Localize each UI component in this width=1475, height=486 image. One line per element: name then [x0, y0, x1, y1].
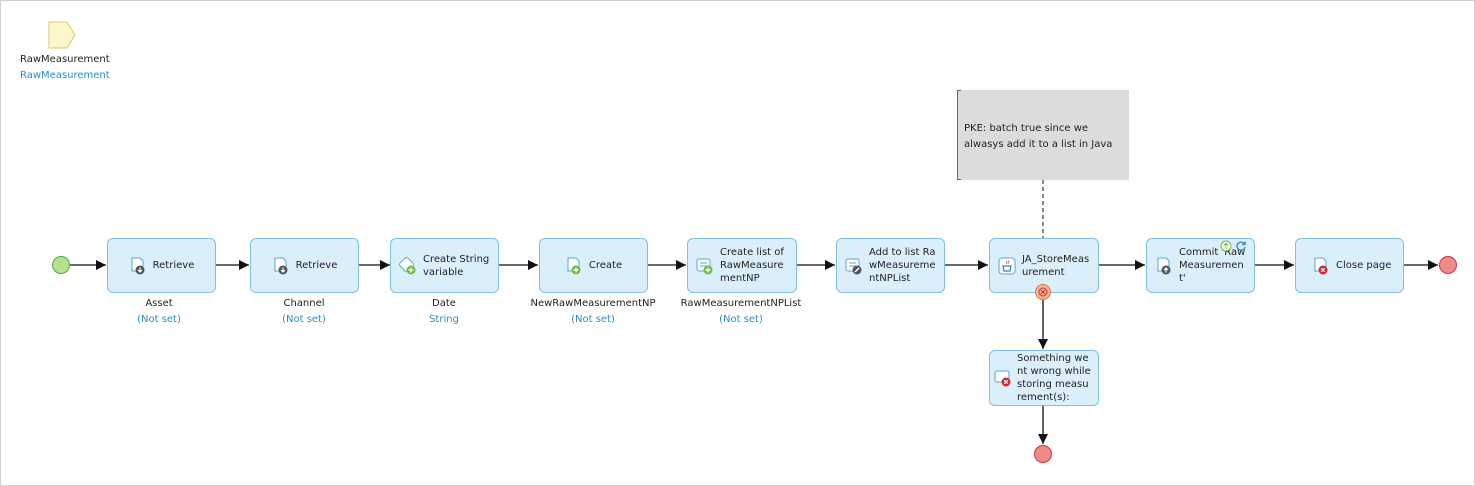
- retrieve-asset-label: Retrieve: [152, 260, 195, 271]
- refresh-in-client-icon: [1236, 241, 1246, 251]
- retrieve-channel-type: (Not set): [282, 314, 326, 325]
- create-object-activity[interactable]: Create: [539, 238, 648, 293]
- create-list-icon: [696, 258, 713, 274]
- show-message-icon: [994, 370, 1011, 387]
- create-object-icon: [567, 257, 581, 274]
- annotation-note[interactable]: PKE: batch true since we alwasys add it …: [957, 90, 1129, 180]
- change-list-icon: [845, 258, 862, 274]
- retrieve-object-icon: [274, 257, 288, 274]
- create-list-type: (Not set): [719, 314, 763, 325]
- error-cross-icon: [1038, 287, 1048, 297]
- java-action-label: JA_StoreMeasurement: [1022, 253, 1090, 278]
- create-list-variable: RawMeasurementNPList: [680, 298, 802, 309]
- retrieve-asset-activity[interactable]: Retrieve: [107, 238, 216, 293]
- error-message-label: Something went wrong while storing measu…: [1017, 353, 1091, 403]
- parameter-type: RawMeasurement: [20, 70, 110, 81]
- start-event[interactable]: [52, 256, 70, 274]
- end-event[interactable]: [1439, 256, 1457, 274]
- close-page-activity[interactable]: Close page: [1295, 238, 1404, 293]
- java-action-icon: [998, 257, 1016, 274]
- annotation-bracket: [957, 90, 961, 180]
- commit-label: Commit 'RawMeasurement': [1179, 247, 1246, 284]
- retrieve-channel-activity[interactable]: Retrieve: [250, 238, 359, 293]
- create-variable-icon: [399, 256, 416, 274]
- create-string-variable-type: String: [429, 314, 459, 325]
- parameter-name: RawMeasurement: [20, 54, 110, 65]
- error-handler-icon[interactable]: [1035, 284, 1051, 300]
- create-list-label: Create list of RawMeasurementNP: [720, 247, 784, 284]
- add-to-list-label: Add to list RawMeasurementNPList: [869, 247, 936, 284]
- create-object-variable: NewRawMeasurementNP: [530, 298, 656, 309]
- create-string-variable-name: Date: [432, 298, 456, 309]
- retrieve-asset-type: (Not set): [137, 314, 181, 325]
- close-page-label: Close page: [1336, 260, 1392, 271]
- with-events-icon: [1220, 240, 1232, 252]
- create-list-activity[interactable]: Create list of RawMeasurementNP: [687, 238, 797, 293]
- retrieve-object-icon: [131, 257, 145, 274]
- close-page-icon: [1314, 257, 1328, 274]
- error-end-event[interactable]: [1034, 445, 1052, 463]
- add-to-list-activity[interactable]: Add to list RawMeasurementNPList: [836, 238, 945, 293]
- create-object-label: Create: [588, 260, 623, 271]
- retrieve-channel-label: Retrieve: [295, 260, 338, 271]
- retrieve-channel-variable: Channel: [283, 298, 325, 309]
- java-action-activity[interactable]: JA_StoreMeasurement: [989, 238, 1099, 293]
- error-message-activity[interactable]: Something went wrong while storing measu…: [989, 350, 1099, 406]
- create-string-variable-label: Create String variable: [423, 253, 490, 278]
- commit-object-icon: [1157, 257, 1171, 274]
- create-object-type: (Not set): [571, 314, 615, 325]
- create-string-variable-activity[interactable]: Create String variable: [390, 238, 499, 293]
- retrieve-asset-variable: Asset: [145, 298, 173, 309]
- parameter-pentagon-icon[interactable]: [47, 20, 77, 50]
- annotation-text: PKE: batch true since we alwasys add it …: [964, 123, 1113, 150]
